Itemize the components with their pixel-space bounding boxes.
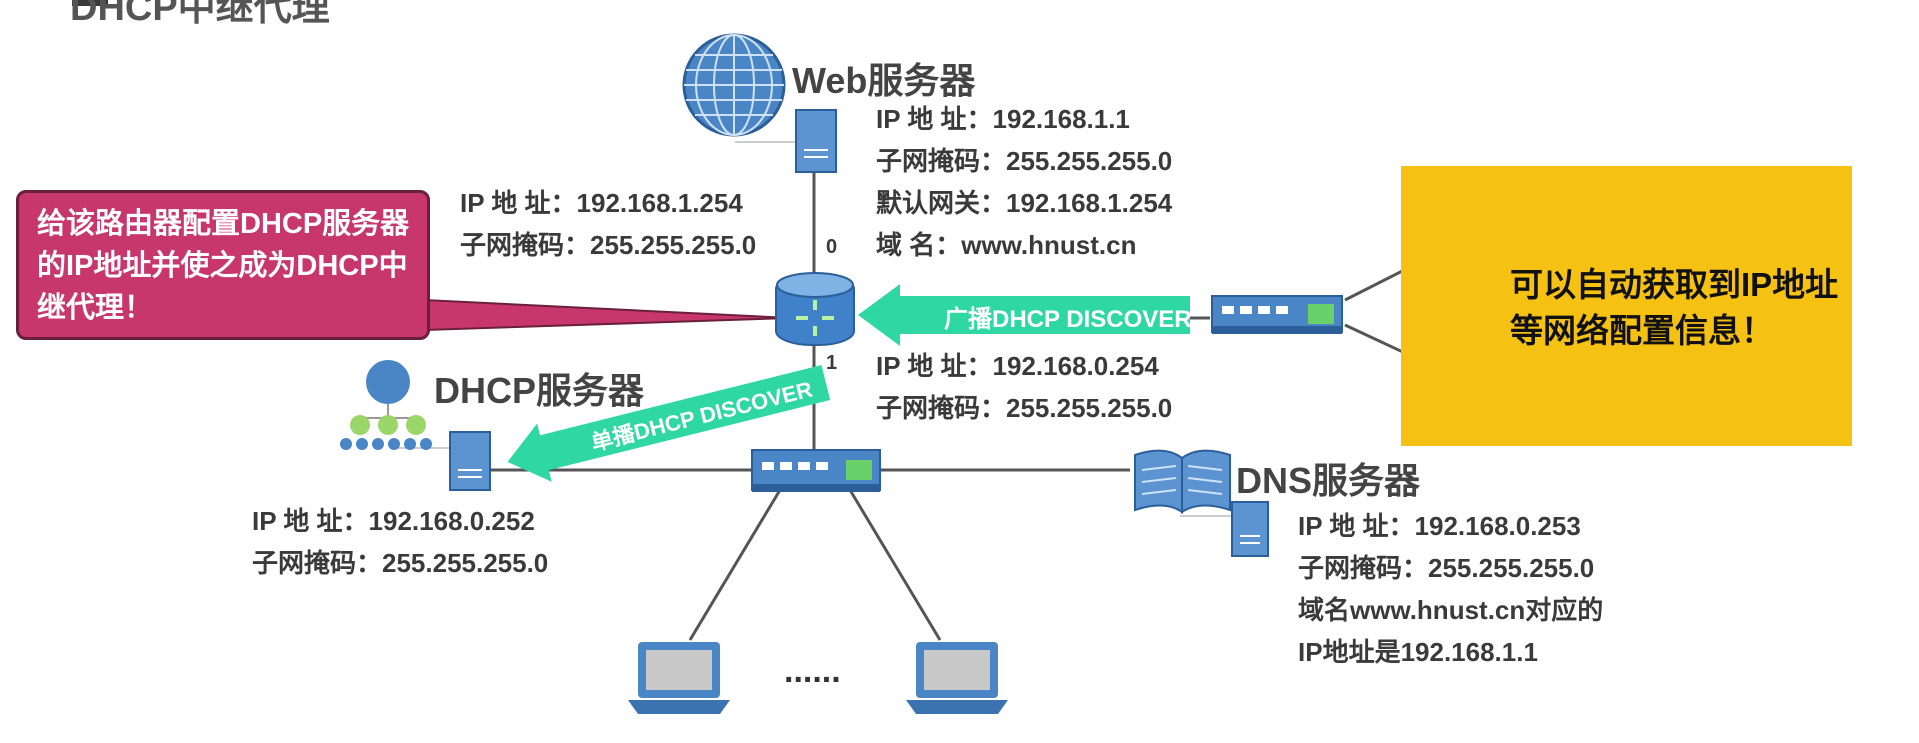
switch-icon-main	[751, 449, 881, 492]
globe-icon	[682, 33, 786, 137]
dns-server-ip: IP 地 址：192.168.0.253	[1298, 511, 1581, 541]
relay-callout: 给该路由器配置DHCP服务器的IP地址并使之成为DHCP中继代理！	[16, 190, 430, 340]
dns-server-info: IP 地 址：192.168.0.253 子网掩码：255.255.255.0 …	[1298, 505, 1603, 673]
web-server-gateway: 默认网关：192.168.1.254	[876, 188, 1173, 218]
callout-pointer	[424, 298, 791, 332]
dhcp-server-info: IP 地 址：192.168.0.252 子网掩码：255.255.255.0	[252, 500, 548, 584]
link-switch-laptop2	[848, 489, 942, 641]
page-title: DHCP中继代理	[70, 0, 330, 29]
dhcp-server-ip: IP 地 址：192.168.0.252	[252, 506, 535, 536]
router-icon	[775, 272, 855, 346]
router-port-1: 1	[826, 352, 838, 374]
dns-server-mask: 子网掩码：255.255.255.0	[1298, 553, 1595, 583]
web-server-domain: 域 名：www.hnust.cn	[876, 230, 1137, 260]
more-hosts-ellipsis: ......	[784, 652, 841, 690]
switch-icon-right	[1211, 295, 1343, 334]
router-if0-info: IP 地 址：192.168.1.254 子网掩码：255.255.255.0	[460, 182, 756, 266]
laptop-icon-bottom-left	[628, 642, 730, 714]
broadcast-label: 广播DHCP DISCOVER	[944, 306, 1192, 333]
server-icon-dns	[1231, 501, 1269, 557]
web-server-mask: 子网掩码：255.255.255.0	[876, 146, 1173, 176]
title-bullet	[72, 0, 108, 6]
server-icon-web	[795, 109, 837, 173]
router-if1-info: IP 地 址：192.168.0.254 子网掩码：255.255.255.0	[876, 345, 1172, 429]
auto-config-text: 可以自动获取到IP地址等网络配置信息！	[1510, 266, 1839, 349]
dhcp-server-mask: 子网掩码：255.255.255.0	[252, 548, 549, 578]
dns-server-name: DNS服务器	[1236, 460, 1421, 501]
link-switch-laptop1	[688, 489, 782, 641]
router-if0-mask: 子网掩码：255.255.255.0	[460, 230, 757, 260]
router-port-0: 0	[826, 236, 838, 258]
router-if1-mask: 子网掩码：255.255.255.0	[876, 393, 1173, 423]
server-icon-dhcp	[449, 431, 491, 491]
web-server-info: IP 地 址：192.168.1.1 子网掩码：255.255.255.0 默认…	[876, 98, 1172, 266]
web-server-ip: IP 地 址：192.168.1.1	[876, 104, 1130, 134]
book-icon	[1134, 449, 1231, 514]
web-server-name: Web服务器	[792, 60, 976, 101]
laptop-icon-bottom-right	[906, 642, 1008, 714]
router-if1-ip: IP 地 址：192.168.0.254	[876, 351, 1159, 381]
callout-text: 给该路由器配置DHCP服务器的IP地址并使之成为DHCP中继代理！	[37, 208, 410, 324]
dhcp-tree-icon	[340, 360, 432, 450]
router-if0-ip: IP 地 址：192.168.1.254	[460, 188, 743, 218]
dhcp-server-name: DHCP服务器	[434, 370, 645, 411]
broadcast-arrow	[858, 284, 1190, 346]
auto-config-note	[1401, 166, 1852, 446]
dns-server-domain: 域名www.hnust.cn对应的	[1298, 595, 1604, 625]
dns-server-mapping: IP地址是192.168.1.1	[1298, 637, 1538, 667]
